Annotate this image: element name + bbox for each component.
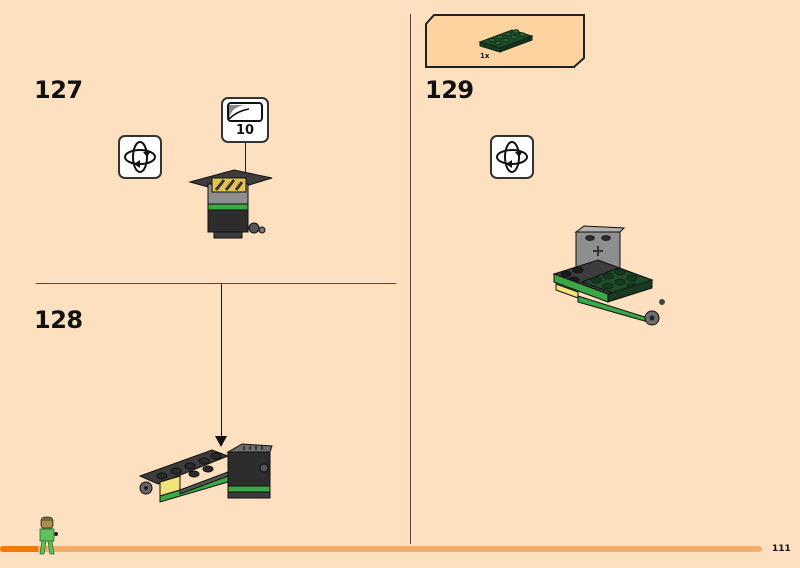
step-129-model: [552, 225, 665, 326]
horizontal-divider: [36, 283, 396, 284]
progress-fill: [0, 546, 39, 552]
sticker-callout: 10: [221, 97, 269, 143]
rotate-arrows-icon: [496, 141, 528, 173]
dark-green-plate-2x4-icon: [478, 29, 534, 53]
step-number-129: 129: [425, 76, 474, 104]
sticker-icon: [227, 102, 263, 122]
part-quantity: 1x: [480, 52, 490, 60]
parts-needed-box: 1x: [424, 14, 586, 68]
rotate-model-icon: [118, 135, 162, 179]
step-128-model: [138, 443, 273, 503]
rotate-arrows-icon: [124, 141, 156, 173]
progress-track: [0, 546, 762, 552]
step-127-model: [188, 169, 273, 239]
sticker-leader-line: [245, 143, 246, 183]
minifigure-mascot-icon: [39, 516, 58, 555]
down-arrow-icon: [215, 436, 227, 447]
sticker-number: 10: [235, 123, 255, 138]
page-number: 111: [772, 544, 791, 554]
step-number-128: 128: [34, 306, 83, 334]
placement-arrow-line: [221, 284, 222, 439]
vertical-divider: [410, 14, 411, 544]
rotate-model-icon: [490, 135, 534, 179]
step-number-127: 127: [34, 76, 83, 104]
